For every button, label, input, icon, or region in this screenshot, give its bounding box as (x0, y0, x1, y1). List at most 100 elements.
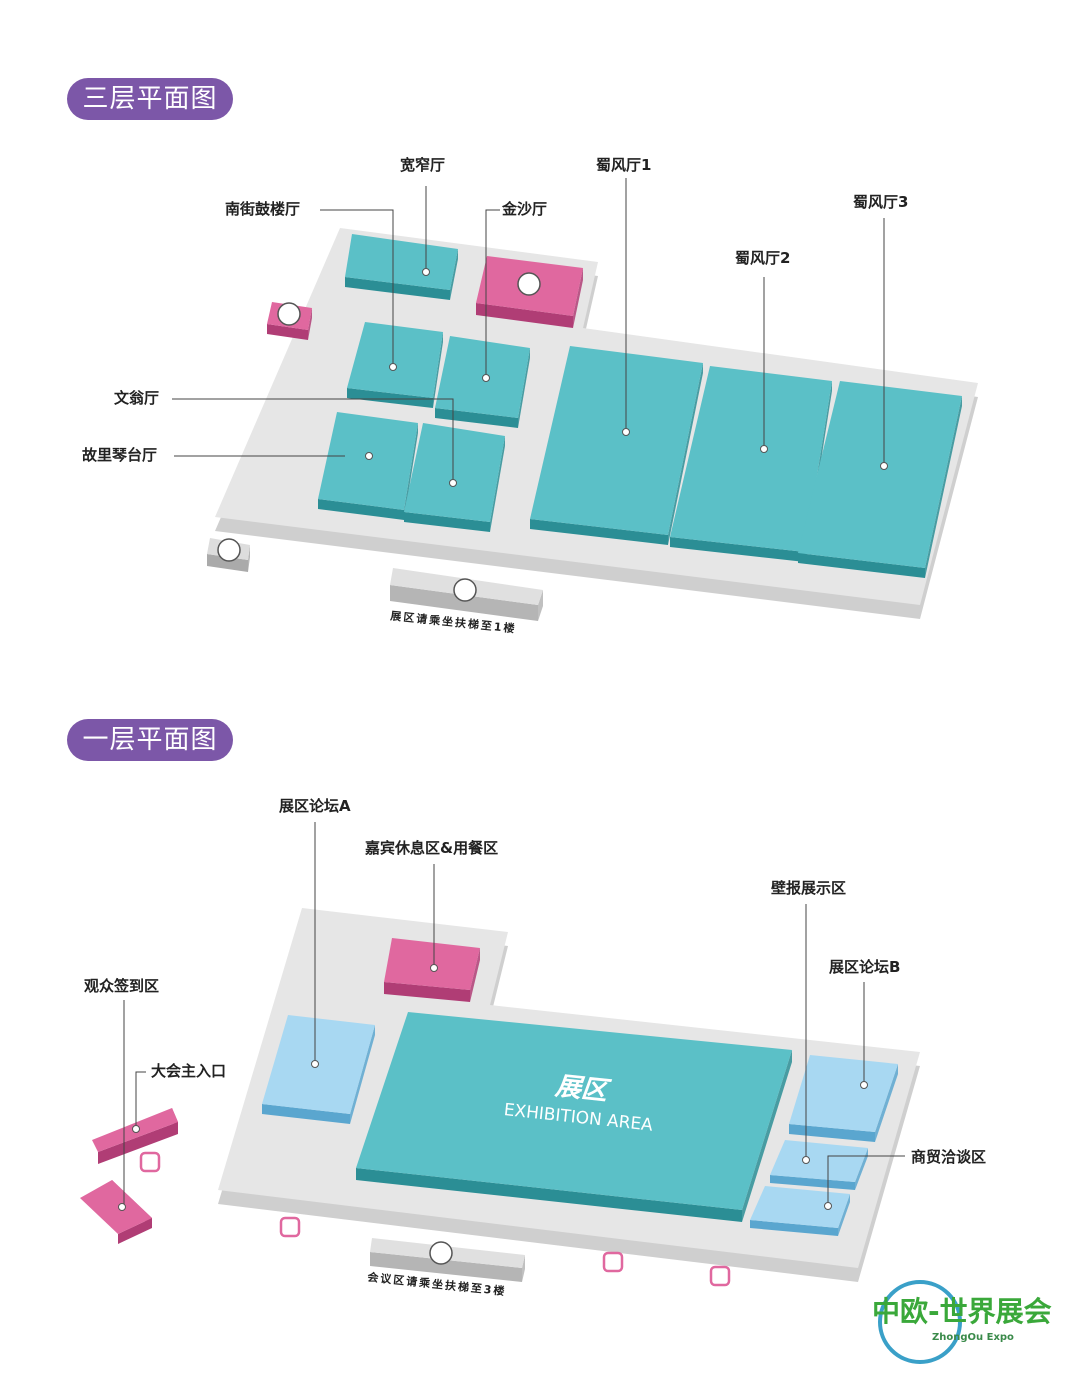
label-shufeng2: 蜀风厅2 (735, 249, 791, 267)
hall-jinsha-front (435, 408, 518, 428)
label-nanjie: 南街鼓楼厅 (225, 200, 301, 218)
marker-dot (482, 374, 490, 382)
label-jinsha: 金沙厅 (502, 200, 548, 218)
label-shufeng3: 蜀风厅3 (853, 193, 909, 211)
forum-b (789, 1055, 898, 1132)
hall-shufeng1 (530, 346, 703, 535)
escalator-icon (429, 1241, 453, 1265)
restroom-f3-b-front (267, 324, 308, 340)
label-forumB: 展区论坛B (829, 958, 901, 976)
exhibition-area-side (742, 1050, 792, 1222)
exhibition-area (356, 1012, 792, 1210)
hall-shufeng2-front (670, 537, 805, 562)
label-wenweng: 文翁厅 (114, 389, 160, 407)
logo-cn: 中欧-世界展会 (872, 1295, 1052, 1328)
hall-wenweng (404, 423, 505, 522)
leader-line (827, 1155, 905, 1206)
checkin-area-front (118, 1218, 152, 1244)
label-kuanzhai: 宽窄厅 (400, 156, 446, 174)
hall-kuanzhai-side (450, 249, 458, 300)
forum-a-side (350, 1025, 375, 1124)
label-poster: 壁报展示区 (771, 879, 847, 897)
logo: 中欧-世界展会 ZhongOu Expo (872, 1296, 1052, 1344)
hall-nanjie (347, 322, 443, 398)
hall-kuanzhai-front (345, 277, 450, 300)
marker-dot (365, 452, 373, 460)
logo-en: ZhongOu Expo (932, 1332, 1014, 1343)
marker-dot (880, 462, 888, 470)
marker-dot (802, 1156, 810, 1164)
poster-area-front (770, 1175, 855, 1190)
marker-dot (132, 1125, 140, 1133)
marker-dot (622, 428, 630, 436)
main-entrance-front (98, 1122, 178, 1164)
hall-wenweng-front (404, 512, 490, 532)
marker-dot (422, 268, 430, 276)
forum-b-side (875, 1064, 898, 1142)
escalator-f3-side (538, 590, 543, 621)
poster-area (770, 1140, 868, 1182)
escalator-icon (453, 578, 477, 602)
hall-guli (318, 412, 418, 510)
hall-guli-front (318, 499, 404, 520)
entrance-arrow-icon (709, 1265, 731, 1287)
restroom-f3-b-side (308, 308, 312, 340)
guest-lounge (384, 938, 480, 990)
hall-wenweng-side (490, 436, 505, 532)
hall-kuanzhai (345, 234, 458, 290)
leader-line (320, 209, 394, 367)
logo-globe-icon (878, 1280, 962, 1364)
marker-dot (118, 1203, 126, 1211)
exhibition-area-cn: 展区 (553, 1071, 609, 1107)
poster-area-side (855, 1148, 868, 1190)
business-area-front (750, 1220, 838, 1236)
marker-dot (430, 964, 438, 972)
hall-nanjie-front (347, 388, 433, 408)
entrance-arrow-icon (139, 1151, 161, 1173)
label-business: 商贸洽谈区 (911, 1148, 987, 1166)
elevator-icon (217, 538, 241, 562)
floor3-title: 三层平面图 (67, 78, 233, 120)
business-area (750, 1186, 850, 1228)
marker-dot (389, 363, 397, 371)
restroom-f3-a-front (476, 303, 573, 328)
escalator-f1-front (370, 1252, 522, 1282)
hall-jinsha-side (518, 348, 530, 428)
entrance-arrow-icon (279, 1216, 301, 1238)
floor1-title: 一层平面图 (67, 719, 233, 761)
hall-shufeng1-side (668, 363, 703, 545)
guest-lounge-side (470, 948, 480, 1002)
forum-a-front (262, 1104, 350, 1124)
marker-dot (760, 445, 768, 453)
marker-dot (860, 1081, 868, 1089)
leader-line (135, 1071, 146, 1129)
label-entrance: 大会主入口 (151, 1062, 227, 1080)
hall-shufeng3-side (925, 396, 962, 578)
hall-shufeng1-front (530, 519, 668, 545)
leader-line (485, 209, 500, 378)
label-guli: 故里琴台厅 (82, 446, 158, 464)
label-guest: 嘉宾休息区&用餐区 (365, 839, 499, 857)
elevator-side (248, 545, 250, 572)
entrance-arrow-icon (602, 1251, 624, 1273)
marker-dot (824, 1202, 832, 1210)
checkin-area (80, 1180, 152, 1234)
label-shufeng1: 蜀风厅1 (596, 156, 652, 174)
guest-lounge-front (384, 982, 470, 1002)
marker-dot (449, 479, 457, 487)
escalator-f3-front (390, 585, 538, 621)
business-area-side (838, 1194, 850, 1236)
hall-shufeng2 (670, 366, 832, 552)
restroom-icon (517, 272, 541, 296)
label-forumA: 展区论坛A (279, 797, 351, 815)
restroom-icon (277, 302, 301, 326)
exhibition-area-front (356, 1168, 742, 1222)
hall-shufeng3-front (798, 553, 925, 578)
escalator-f1-side (522, 1255, 525, 1282)
restroom-f3-a-side (573, 268, 583, 328)
forum-b-front (789, 1124, 875, 1142)
label-checkin: 观众签到区 (84, 977, 160, 995)
leader-line (172, 398, 454, 483)
